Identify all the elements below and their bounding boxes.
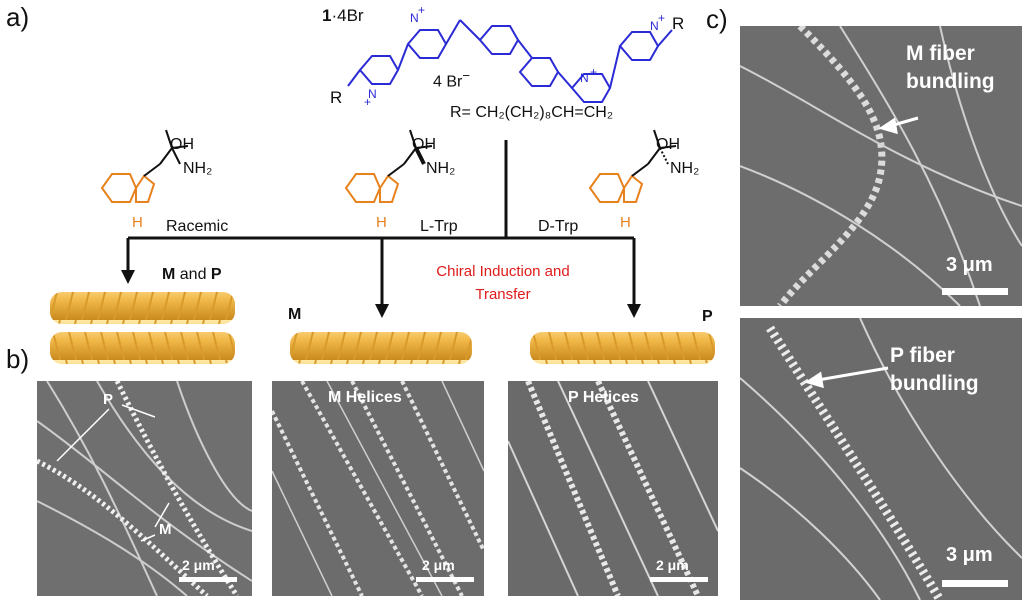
- trp-d-nh: H: [620, 214, 631, 231]
- helix-p: [530, 332, 715, 364]
- helix-illustrations: [50, 292, 715, 364]
- sem-image-m-bundling: M fiber bundling 3 μm: [740, 26, 1022, 306]
- sem-image-p-bundling: P fiber bundling 3 μm: [740, 318, 1022, 600]
- branch-arrows: [121, 140, 641, 318]
- viologen-structure: N+ N+ N+ N+: [347, 3, 673, 109]
- caption-m-line-2: bundling: [906, 70, 995, 93]
- sem-image-p-helices: P Helices 2 μm: [508, 381, 718, 596]
- svg-text:N: N: [650, 19, 659, 33]
- trp-d-oh: OH: [656, 136, 680, 153]
- scale-label-c-top: 3 μm: [946, 254, 993, 276]
- caption-m-bundling: M fiber bundling: [906, 40, 995, 96]
- panel-label-b: b): [6, 344, 30, 374]
- svg-text:N: N: [410, 11, 419, 25]
- caption-p-bundling: P fiber bundling: [890, 342, 979, 398]
- svg-text:N: N: [580, 71, 589, 85]
- scale-label-b-right: 2 μm: [656, 557, 689, 573]
- title-p-helices: P Helices: [568, 389, 639, 406]
- caption-p-line-2: bundling: [890, 372, 979, 395]
- chiral-induction-text: Chiral Induction and Transfer: [408, 260, 598, 306]
- caption-m-line-1: M fiber: [906, 42, 975, 65]
- panel-label-a: a): [6, 2, 30, 32]
- compound-number: 1: [322, 6, 332, 25]
- scale-label-b-left: 2 μm: [182, 557, 215, 573]
- branch-racemic: Racemic: [166, 218, 229, 235]
- r-left: R: [330, 88, 343, 107]
- trp-l-nh: H: [376, 214, 387, 231]
- trp-racemic-nh2: NH₂: [183, 160, 213, 177]
- helix-label-p: P: [702, 308, 713, 325]
- sem-image-m-helices: M Helices 2 μm: [272, 381, 484, 596]
- helix-label-mp: M and P: [162, 266, 222, 284]
- trp-l-nh2: NH₂: [426, 160, 456, 177]
- compound-salt: ·4Br: [331, 6, 364, 25]
- svg-text:+: +: [590, 65, 597, 79]
- marker-p: P: [103, 391, 114, 408]
- counter-ion-charge: −: [462, 68, 471, 83]
- branch-d-trp: D-Trp: [538, 218, 579, 235]
- counter-ion-text: 4 Br: [433, 73, 463, 91]
- compound-label: 1·4Br: [322, 6, 364, 26]
- trp-racemic-nh: H: [132, 214, 143, 231]
- title-m-helices: M Helices: [328, 389, 402, 406]
- scale-label-c-bottom: 3 μm: [946, 544, 993, 566]
- marker-m: M: [159, 521, 172, 538]
- svg-text:+: +: [658, 11, 665, 25]
- branch-l-trp: L-Trp: [420, 218, 458, 235]
- panel-label-c: c): [706, 4, 728, 34]
- counter-ion: 4 Br−: [433, 68, 470, 91]
- svg-text:+: +: [364, 95, 371, 109]
- svg-text:+: +: [418, 3, 425, 17]
- trp-d-nh2: NH₂: [670, 160, 700, 177]
- helix-label-mp-and: and: [175, 266, 211, 283]
- r-definition: R= CH₂(CH₂)₈CH=CH₂: [450, 104, 614, 121]
- sem-image-racemic: P M 2 μm: [37, 381, 252, 596]
- chiral-line-1: Chiral Induction and: [436, 263, 570, 280]
- trp-l-structure: [344, 129, 433, 203]
- helix-mp-bottom: [50, 332, 235, 364]
- r-right: R: [672, 14, 685, 33]
- svg-text:N: N: [368, 87, 377, 101]
- trp-racemic-oh: OH: [170, 136, 194, 153]
- helix-m: [290, 332, 472, 364]
- helix-label-m: M: [288, 306, 302, 323]
- trp-racemic-structure: [100, 129, 189, 203]
- trp-d-structure: [588, 129, 677, 203]
- chiral-line-2: Transfer: [475, 286, 531, 303]
- helix-mp-top: [50, 292, 235, 324]
- helix-label-mp-p: P: [210, 266, 222, 283]
- caption-p-line-1: P fiber: [890, 344, 955, 367]
- scale-label-b-middle: 2 μm: [422, 557, 455, 573]
- helix-label-mp-m: M: [162, 266, 176, 283]
- trp-l-oh: OH: [412, 136, 436, 153]
